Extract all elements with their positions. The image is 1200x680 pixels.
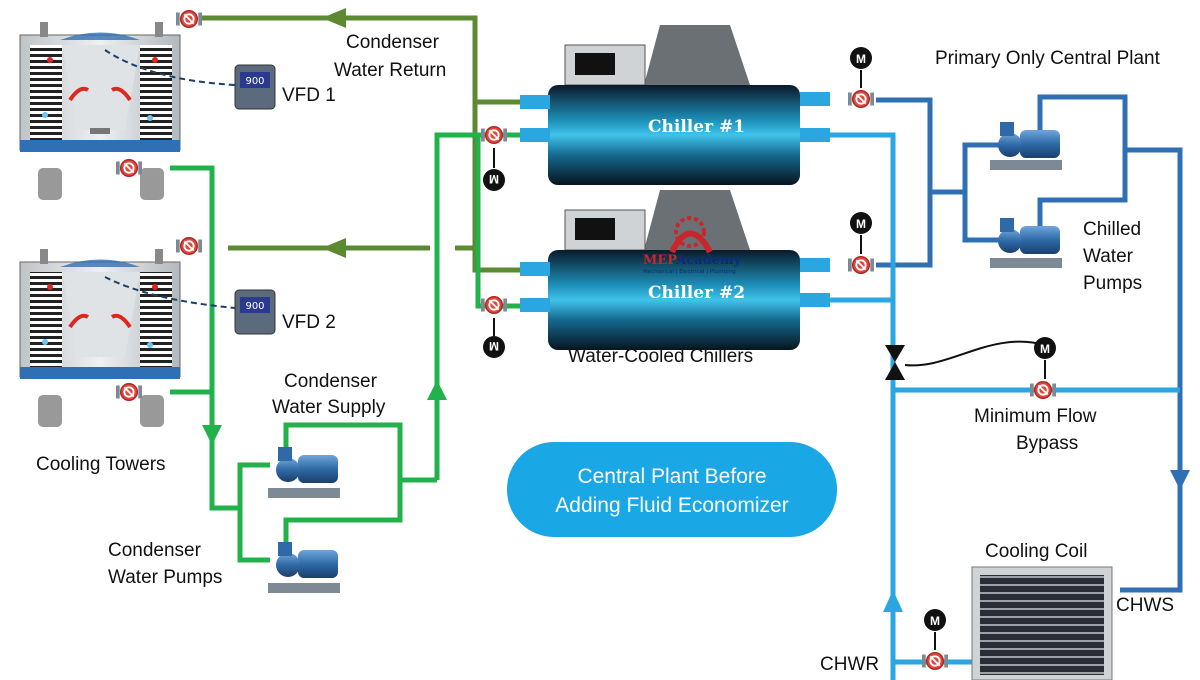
- actuator-icon: M: [483, 148, 505, 191]
- svg-text:M: M: [856, 52, 866, 66]
- chilled-supply-pipe: [830, 132, 1180, 680]
- cooling-tower-1: [19, 22, 181, 200]
- chws-label: CHWS: [1116, 595, 1174, 616]
- min-flow-bypass-label: Bypass: [1016, 433, 1078, 454]
- cooling-tower-2: [19, 249, 181, 427]
- chilled-water-pumps-label: Chilled: [1083, 219, 1141, 240]
- return-flow-arrow-2: [322, 238, 346, 258]
- return-flow-arrow-1: [322, 8, 346, 28]
- actuator-icon: M: [483, 318, 505, 358]
- cooling-towers-label: Cooling Towers: [36, 454, 166, 475]
- valve-icon: [176, 236, 202, 256]
- vfd1-panel: 900: [234, 64, 276, 110]
- svg-text:M: M: [489, 339, 499, 353]
- supply-flow-arrow-down: [202, 425, 222, 445]
- bypass-actuator-wire: [904, 340, 1046, 367]
- chilled-water-pumps-label: Pumps: [1083, 273, 1142, 294]
- condenser-return-label: Condenser: [346, 32, 440, 53]
- svg-text:900: 900: [245, 301, 264, 312]
- vfd2-label: VFD 2: [282, 312, 336, 333]
- chilled-water-pump-2: [990, 218, 1062, 268]
- condenser-supply-riser: [434, 132, 520, 480]
- actuator-icon: M: [1034, 337, 1056, 379]
- mep-academy-logo: MEPAcademy Mechanical | Electrical | Plu…: [643, 216, 742, 275]
- condenser-supply-label: Condenser: [284, 371, 378, 392]
- vfd2-link: [104, 276, 236, 309]
- svg-text:Mechanical | Electrical | Plum: Mechanical | Electrical | Plumbing: [643, 269, 736, 275]
- water-cooled-chillers-label: Water-Cooled Chillers: [568, 346, 753, 367]
- actuator-icon: M: [850, 47, 872, 88]
- condenser-return-label: Water Return: [334, 60, 446, 81]
- svg-text:M: M: [1040, 342, 1050, 356]
- svg-text:MEPAcademy: MEPAcademy: [643, 253, 742, 268]
- chilled-water-pump-1: [990, 122, 1062, 170]
- chilled-return-pipe: [876, 94, 1183, 593]
- svg-text:900: 900: [245, 76, 264, 87]
- condenser-water-pump-2: [268, 542, 340, 593]
- svg-text:M: M: [856, 217, 866, 231]
- vfd2-panel: 900: [234, 289, 276, 335]
- condenser-water-pump-1: [268, 447, 340, 498]
- condenser-supply-label: Water Supply: [272, 397, 386, 418]
- actuator-icon: M: [850, 212, 872, 254]
- title-banner: Central Plant Before Adding Fluid Econom…: [507, 442, 837, 537]
- chiller-2-label: Chiller #2: [648, 283, 745, 303]
- valve-icon: [116, 158, 142, 178]
- svg-text:Central Plant Before: Central Plant Before: [577, 465, 766, 488]
- cooling-coil-label: Cooling Coil: [985, 541, 1087, 562]
- svg-text:M: M: [930, 614, 940, 628]
- chiller-1-label: Chiller #1: [648, 117, 745, 137]
- actuator-icon: M: [924, 609, 946, 650]
- chws-flow-arrow: [1170, 470, 1190, 490]
- cooling-coil: [971, 566, 1113, 680]
- min-flow-bypass-label: Minimum Flow: [974, 406, 1097, 427]
- chiller-1: [520, 25, 830, 185]
- valve-icon: [848, 89, 874, 109]
- condenser-pumps-label: Water Pumps: [108, 567, 222, 588]
- vfd1-link: [104, 49, 236, 86]
- condenser-supply-pipe-towers: [170, 165, 270, 563]
- chilled-water-pumps-label: Water: [1083, 246, 1134, 267]
- condenser-supply-pipe-pumps: [283, 422, 437, 560]
- bypass-butterfly-valve-icon: [885, 345, 905, 380]
- chwr-label: CHWR: [820, 654, 879, 675]
- supply-flow-arrow-up: [427, 380, 447, 400]
- valve-icon: [116, 382, 142, 402]
- chwr-flow-arrow: [883, 590, 903, 612]
- svg-text:Adding Fluid Economizer: Adding Fluid Economizer: [555, 494, 788, 517]
- svg-text:M: M: [489, 172, 499, 186]
- chiller-2: [520, 190, 830, 350]
- vfd1-label: VFD 1: [282, 85, 336, 106]
- valve-icon: [176, 9, 202, 29]
- diagram-title: Primary Only Central Plant: [935, 48, 1161, 69]
- condenser-pumps-label: Condenser: [108, 540, 202, 561]
- valve-icon: [848, 255, 874, 275]
